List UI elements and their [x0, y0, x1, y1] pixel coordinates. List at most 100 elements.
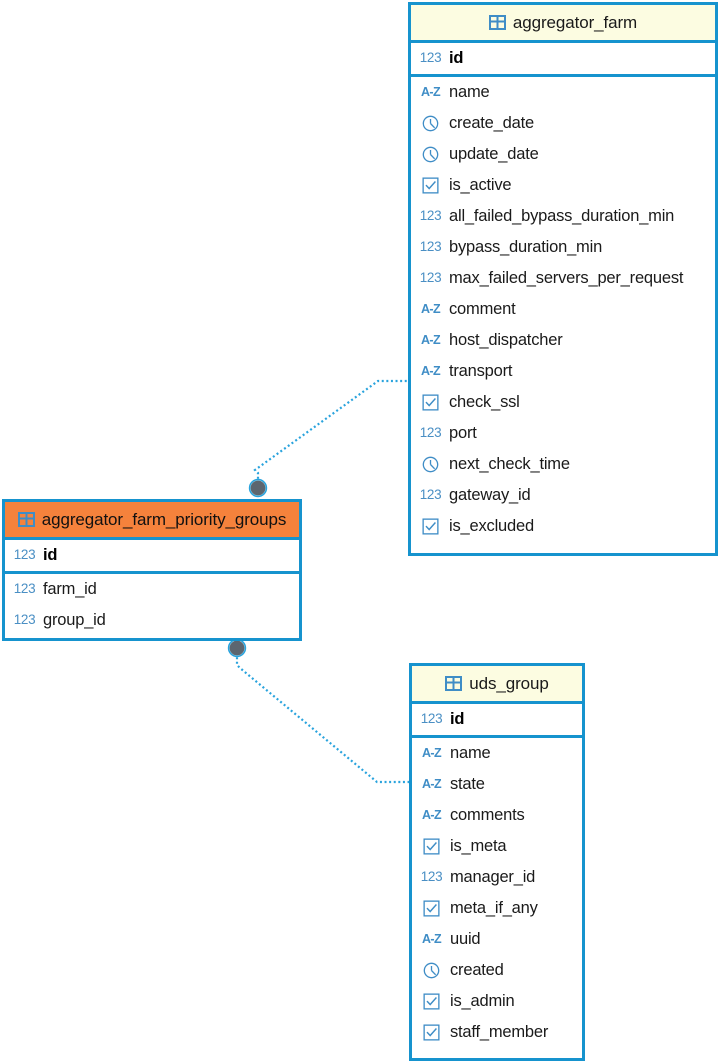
string-type-icon: A-Z: [421, 746, 442, 761]
field-row[interactable]: check_ssl: [411, 387, 715, 418]
primary-key-section: 123 id: [411, 43, 715, 77]
number-type-icon: 123: [419, 270, 442, 286]
entity-title: uds_group: [469, 673, 549, 693]
field-row[interactable]: A-Z state: [412, 769, 582, 800]
clock-type-icon: [420, 456, 441, 473]
field-name: host_dispatcher: [449, 331, 563, 349]
field-row[interactable]: 123 farm_id: [5, 574, 299, 605]
field-name: gateway_id: [449, 486, 531, 504]
number-type-icon: 123: [13, 581, 36, 597]
primary-key-row[interactable]: 123 id: [5, 540, 299, 571]
number-type-icon: 123: [419, 425, 442, 441]
number-type-icon: 123: [419, 487, 442, 503]
clock-type-icon: [420, 115, 441, 132]
field-row[interactable]: is_active: [411, 170, 715, 201]
field-row[interactable]: is_meta: [412, 831, 582, 862]
field-row[interactable]: update_date: [411, 139, 715, 170]
checkbox-type-icon: [421, 1024, 442, 1041]
field-name: update_date: [449, 145, 539, 163]
field-row[interactable]: is_admin: [412, 986, 582, 1017]
number-type-icon: 123: [420, 711, 443, 727]
checkbox-type-icon: [420, 518, 441, 535]
relationship-endpoint-dot[interactable]: [229, 640, 245, 656]
entity-aggregator_farm_priority_groups[interactable]: aggregator_farm_priority_groups 123 id 123 f…: [2, 499, 302, 641]
field-row[interactable]: next_check_time: [411, 449, 715, 480]
field-row[interactable]: create_date: [411, 108, 715, 139]
string-type-icon: A-Z: [420, 333, 441, 348]
string-type-icon: A-Z: [420, 302, 441, 317]
relationship-endpoint-dot[interactable]: [250, 480, 266, 496]
field-row[interactable]: 123 manager_id: [412, 862, 582, 893]
field-name: is_admin: [450, 992, 515, 1010]
number-type-icon: 123: [419, 239, 442, 255]
number-type-icon: 123: [419, 50, 442, 66]
field-name: transport: [449, 362, 513, 380]
field-name: created: [450, 961, 504, 979]
checkbox-type-icon: [421, 993, 442, 1010]
number-type-icon: 123: [13, 612, 36, 628]
field-name: create_date: [449, 114, 534, 132]
field-name: name: [449, 83, 490, 101]
field-name: comment: [449, 300, 516, 318]
clock-type-icon: [421, 962, 442, 979]
field-name: manager_id: [450, 868, 536, 886]
checkbox-type-icon: [421, 838, 442, 855]
field-row[interactable]: A-Z comment: [411, 294, 715, 325]
string-type-icon: A-Z: [421, 777, 442, 792]
checkbox-type-icon: [420, 177, 441, 194]
number-type-icon: 123: [13, 547, 36, 563]
field-row[interactable]: 123 all_failed_bypass_duration_min: [411, 201, 715, 232]
field-row[interactable]: 123 gateway_id: [411, 480, 715, 511]
field-row[interactable]: A-Z host_dispatcher: [411, 325, 715, 356]
field-name: all_failed_bypass_duration_min: [449, 207, 675, 225]
string-type-icon: A-Z: [421, 932, 442, 947]
entity-title: aggregator_farm: [512, 12, 638, 32]
entity-title: aggregator_farm_priority_groups: [41, 509, 287, 529]
field-name: meta_if_any: [450, 899, 538, 917]
field-name: staff_member: [450, 1023, 549, 1041]
field-name: is_excluded: [449, 517, 534, 535]
checkbox-type-icon: [421, 900, 442, 917]
field-row[interactable]: staff_member: [412, 1017, 582, 1048]
field-row[interactable]: A-Z transport: [411, 356, 715, 387]
field-name: group_id: [43, 611, 106, 629]
field-row[interactable]: meta_if_any: [412, 893, 582, 924]
entity-header[interactable]: aggregator_farm_priority_groups: [5, 502, 299, 540]
relationship-endpoint-halo: [248, 478, 268, 498]
entity-header[interactable]: uds_group: [412, 666, 582, 704]
field-name: next_check_time: [449, 455, 570, 473]
field-row[interactable]: 123 group_id: [5, 605, 299, 636]
field-name: state: [450, 775, 485, 793]
primary-key-section: 123 id: [5, 540, 299, 574]
relationship-endpoint-halo: [227, 638, 247, 658]
string-type-icon: A-Z: [420, 364, 441, 379]
field-row[interactable]: A-Z name: [411, 77, 715, 108]
field-name: is_meta: [450, 837, 507, 855]
string-type-icon: A-Z: [420, 85, 441, 100]
field-name: farm_id: [43, 580, 97, 598]
field-row[interactable]: is_excluded: [411, 511, 715, 542]
table-icon: [445, 676, 463, 691]
relationship-line: [235, 648, 409, 784]
primary-key-row[interactable]: 123 id: [411, 43, 715, 74]
field-name: comments: [450, 806, 525, 824]
field-name: id: [43, 546, 58, 564]
checkbox-type-icon: [420, 394, 441, 411]
field-name: id: [449, 49, 464, 67]
field-row[interactable]: created: [412, 955, 582, 986]
entity-header[interactable]: aggregator_farm: [411, 5, 715, 43]
number-type-icon: 123: [420, 869, 443, 885]
number-type-icon: 123: [419, 208, 442, 224]
